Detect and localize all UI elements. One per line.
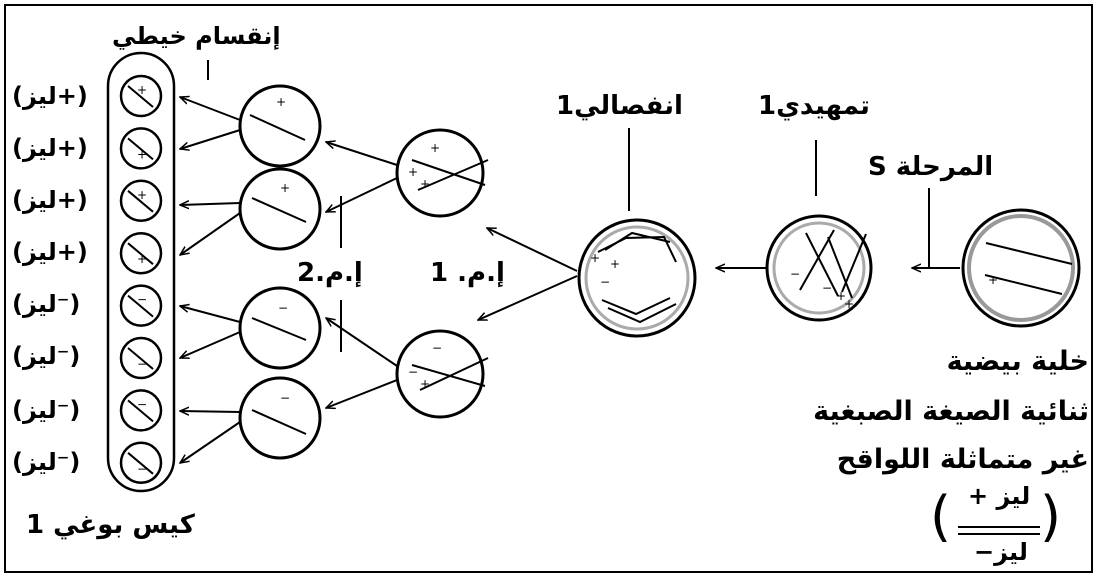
m1-arrow-bottom (478, 275, 578, 321)
spore-allele-mark: + (137, 147, 147, 161)
spore-sac-label: كيس بوغي 1 (26, 510, 195, 540)
svg-text:−: − (600, 275, 610, 289)
spore-allele-mark: + (137, 83, 147, 97)
secondary-cell-bottom: − − + (395, 329, 489, 419)
anaphase1-cell: + + − (577, 218, 697, 338)
spore-1: + (119, 74, 163, 118)
left-paren: ( (930, 485, 952, 548)
meiosis2-arrows (326, 142, 398, 408)
cell-desc-line3: غير متماثلة اللواقح (836, 444, 1089, 475)
spore-label: (ليز⁻) (12, 448, 81, 476)
spore-7: − (119, 389, 163, 432)
spore-label: (ليز+) (12, 238, 88, 266)
svg-text:+: + (988, 273, 998, 287)
spore-allele-mark: − (137, 462, 147, 476)
right-paren: ) (1040, 485, 1062, 548)
spore-6: − (119, 336, 163, 380)
fraction-bar-2 (958, 533, 1040, 535)
spore-2: + (119, 127, 163, 170)
diploid-cell: + (961, 208, 1081, 328)
spore-allele-mark: − (137, 293, 147, 307)
svg-text:−: − (432, 341, 442, 355)
secondary-cell-top: + + + (395, 128, 489, 218)
prophase1-label: تمهيدي1 (758, 91, 870, 121)
cell-desc-line1: خلية بيضية (946, 346, 1089, 377)
spore-label: (ليز+) (12, 134, 88, 162)
mitosis-label: إنقسام خيطي (112, 22, 281, 50)
svg-text:+: + (420, 177, 430, 191)
svg-text:−: − (790, 267, 800, 281)
spore-allele-mark: + (137, 252, 147, 266)
prophase1-cell: − − + + (765, 214, 873, 322)
svg-text:+: + (276, 95, 286, 109)
spore-label: (ليز+) (12, 186, 88, 214)
svg-text:+: + (844, 297, 854, 311)
svg-text:−: − (408, 365, 418, 379)
svg-text:−: − (822, 281, 832, 295)
spore-label: (ليز⁻) (12, 342, 81, 370)
svg-text:+: + (408, 165, 418, 179)
mitosis-arrows (180, 97, 241, 463)
spore-allele-mark: + (137, 188, 147, 202)
spore-label: (ليز⁻) (12, 290, 81, 318)
genotype-top: ليز + (968, 482, 1031, 510)
svg-text:−: − (280, 391, 290, 405)
s-phase-label: المرحلة S (868, 152, 994, 182)
svg-text:+: + (610, 257, 620, 271)
spore-label: (ليز+) (12, 82, 88, 110)
svg-text:+: + (430, 141, 440, 155)
fraction-bar-1 (958, 526, 1040, 528)
svg-text:+: + (420, 377, 430, 391)
cell-desc-line2: ثنائية الصيغة الصبغية (813, 396, 1089, 427)
svg-text:+: + (590, 251, 600, 265)
genotype-fraction: ( ليز + ليز− ) (930, 482, 1062, 574)
genotype-bottom: ليز− (974, 538, 1028, 566)
spore-8: − (119, 441, 163, 485)
spore-5: − (119, 284, 163, 327)
figure-border (4, 4, 1093, 573)
haploid-cells: + + − − (238, 84, 322, 460)
spore-3: + (119, 179, 163, 223)
m1-arrow-top (487, 227, 578, 272)
spore-allele-mark: − (137, 397, 147, 411)
svg-text:+: + (836, 289, 846, 303)
s-phase-arrow (912, 188, 960, 268)
svg-text:+: + (280, 181, 290, 195)
meiosis2-label: إ.م.2 (297, 258, 363, 288)
svg-text:−: − (278, 301, 288, 315)
spore-4: + (119, 231, 163, 275)
spore-allele-mark: − (137, 357, 147, 371)
anaphase1-label: انفصالي1 (556, 91, 683, 121)
meiosis1-label: إ.م. 1 (430, 258, 505, 288)
spore-sac: + + + + − − − − (106, 51, 176, 493)
spore-label: (ليز⁻) (12, 396, 81, 424)
